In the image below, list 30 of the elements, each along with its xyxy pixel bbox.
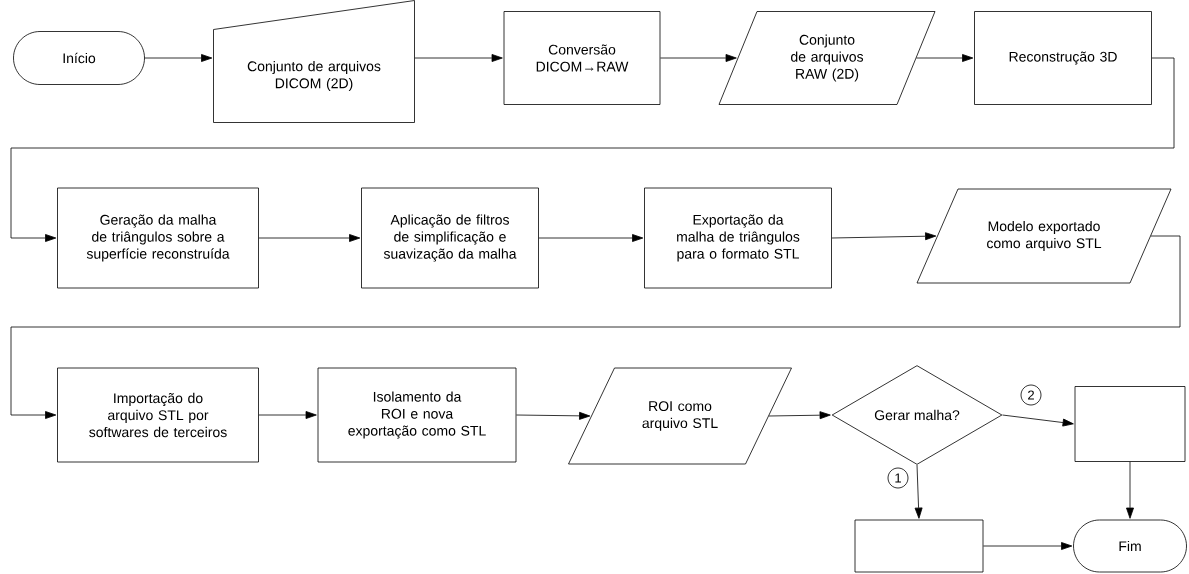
arrow bbox=[916, 54, 974, 62]
data-parallelogram: Modelo exportado como arquivo STL bbox=[916, 188, 1172, 284]
process-box: Importação do arquivo STL por softwares de terceiros bbox=[57, 367, 259, 463]
arrow bbox=[10, 235, 1181, 419]
process-box bbox=[854, 519, 984, 573]
arrow bbox=[768, 411, 831, 420]
process-box: Exportação da malha de triângulos para o formato STL bbox=[644, 187, 832, 289]
circled-number: 2 bbox=[1020, 384, 1042, 406]
arrow bbox=[1002, 414, 1074, 427]
arrow bbox=[258, 411, 317, 419]
process-box: Conversão DICOM→RAW bbox=[503, 11, 661, 105]
data-parallelogram: Conjunto de arquivos RAW (2D) bbox=[718, 11, 936, 105]
arrow bbox=[983, 542, 1073, 550]
arrow bbox=[538, 234, 644, 242]
arrow bbox=[914, 464, 923, 519]
arrow bbox=[660, 54, 737, 62]
arrow bbox=[258, 234, 361, 242]
arrow bbox=[144, 54, 213, 62]
process-box: Aplicação de filtros de simplificação e suavização da malha bbox=[361, 187, 539, 289]
arrow bbox=[10, 57, 1175, 242]
arrow bbox=[414, 54, 503, 62]
process-box: Geração da malha de triângulos sobre a superfície reconstruída bbox=[57, 187, 259, 289]
arrow bbox=[831, 232, 937, 241]
process-box: Reconstrução 3D bbox=[974, 11, 1152, 105]
arrow bbox=[516, 411, 591, 420]
arrow bbox=[1126, 461, 1134, 519]
process-box: Isolamento da ROI e nova exportação como STL bbox=[317, 367, 517, 463]
process-box bbox=[1074, 386, 1186, 462]
data-parallelogram: ROI como arquivo STL bbox=[568, 367, 792, 465]
circled-number: 1 bbox=[887, 467, 909, 489]
